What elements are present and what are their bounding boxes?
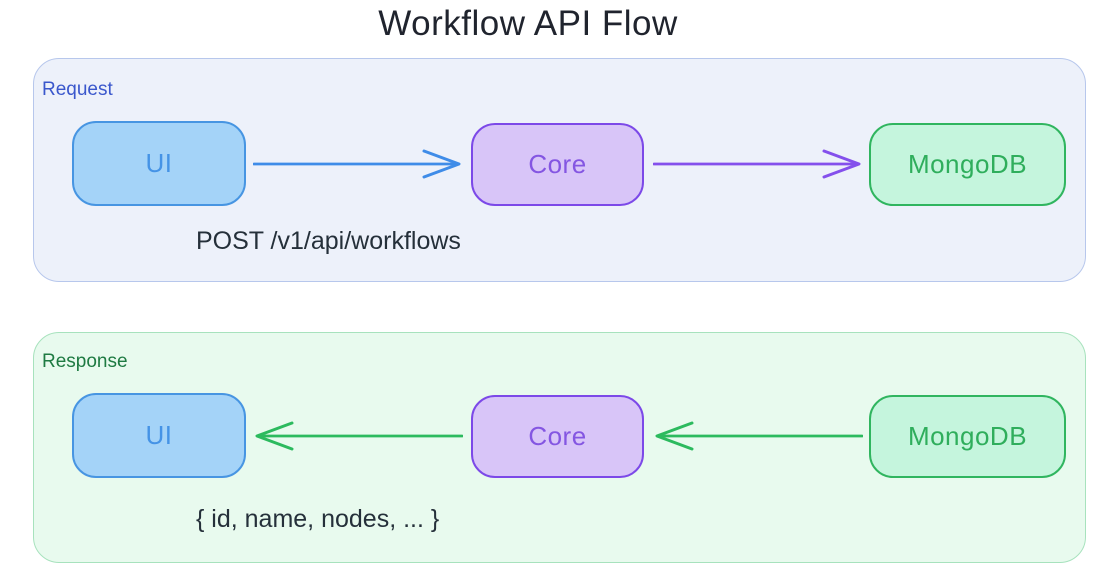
response-panel-label: Response bbox=[42, 351, 128, 372]
request-node-mongodb: MongoDB bbox=[869, 123, 1066, 206]
request-node-ui: UI bbox=[72, 121, 246, 206]
request-node-ui-label: UI bbox=[145, 148, 173, 178]
arrow-core-to-mongodb bbox=[653, 149, 861, 179]
response-panel: Response UI Core MongoDB { id, name, nod… bbox=[33, 332, 1086, 563]
arrow-ui-to-core bbox=[253, 149, 461, 179]
response-node-core-label: Core bbox=[528, 421, 587, 451]
request-annotation: POST /v1/api/workflows bbox=[196, 227, 461, 255]
arrow-core-to-ui bbox=[255, 421, 463, 451]
request-node-core: Core bbox=[471, 123, 644, 206]
response-annotation: { id, name, nodes, ... } bbox=[196, 505, 440, 533]
response-node-mongodb-label: MongoDB bbox=[907, 421, 1028, 451]
request-node-mongodb-label: MongoDB bbox=[907, 149, 1028, 179]
arrow-mongodb-to-core bbox=[655, 421, 863, 451]
response-node-ui: UI bbox=[72, 393, 246, 478]
response-node-ui-label: UI bbox=[145, 420, 173, 450]
response-node-mongodb: MongoDB bbox=[869, 395, 1066, 478]
response-node-core: Core bbox=[471, 395, 644, 478]
diagram-title: Workflow API Flow bbox=[378, 4, 678, 43]
request-panel-label: Request bbox=[42, 79, 113, 100]
request-node-core-label: Core bbox=[528, 149, 587, 179]
request-panel: Request UI Core MongoDB POST /v1/api/wor… bbox=[33, 58, 1086, 282]
